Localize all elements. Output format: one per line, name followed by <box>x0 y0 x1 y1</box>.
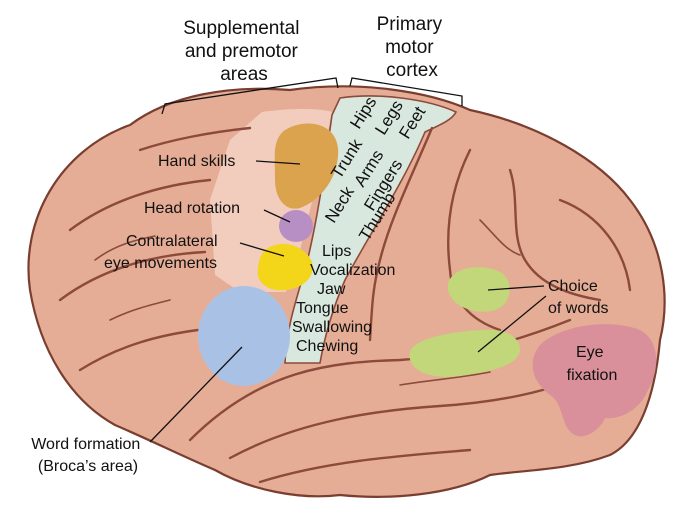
eye-fixation-area <box>532 324 657 437</box>
head-rotation-leader <box>263 209 291 223</box>
choice-of-words-label: Choice of words <box>548 278 608 317</box>
word-formation-label: Word formation (Broca’s area) <box>31 436 145 475</box>
frontal-sulcus-2 <box>58 250 207 302</box>
primary-motor-bracket <box>349 77 463 106</box>
eye-movements-area <box>257 243 313 291</box>
supplemental-bracket <box>161 77 339 115</box>
sylvian-fissure <box>188 318 572 442</box>
frontal-sulcus-1 <box>68 178 212 232</box>
frontal-sulcus-3 <box>78 328 200 372</box>
hand-skills-leader <box>255 160 301 165</box>
parietal-sulcus-1 <box>447 148 502 332</box>
motor-label-tongue: Tongue <box>296 300 349 317</box>
frontal-wrinkle-1 <box>109 299 171 321</box>
choice-of-words-leader-upper <box>487 285 545 291</box>
motor-label-lips: Lips <box>322 243 351 260</box>
head-rotation-label: Head rotation <box>144 200 240 217</box>
temporal-sulcus-1 <box>228 373 590 460</box>
contralateral-label: Contralateral eye movements <box>104 233 222 272</box>
wernicke-area-lower <box>409 329 520 377</box>
word-formation-leader <box>149 346 243 443</box>
head-rotation-area <box>279 210 313 242</box>
broca-area <box>198 286 290 386</box>
temporal-sulcus-2 <box>258 448 472 484</box>
wernicke-area-upper <box>447 267 510 312</box>
motor-label-chewing: Chewing <box>296 338 358 355</box>
motor-label-jaw: Jaw <box>317 281 346 298</box>
eye-fixation-label: Eye fixation <box>567 344 618 384</box>
occipital-sulcus <box>558 198 632 292</box>
hand-skills-label: Hand skills <box>158 153 235 170</box>
motor-label-swallowing: Swallowing <box>292 319 372 336</box>
frontal-sulcus-4 <box>138 126 252 152</box>
frontal-wrinkle-2 <box>94 235 156 261</box>
brain-outline <box>27 85 666 498</box>
parietal-sulcus-2 <box>508 168 602 302</box>
central-sulcus <box>368 126 434 342</box>
temporal-wrinkle <box>399 371 491 386</box>
motor-label-vocalization: Vocalization <box>310 262 395 279</box>
choice-of-words-leader-lower <box>477 295 547 353</box>
supplemental-title: Supplemental and premotor areas <box>183 18 304 85</box>
contralateral-leader <box>239 242 285 257</box>
hand-skills-area <box>274 123 339 209</box>
parietal-wrinkle <box>479 219 521 256</box>
primary-motor-title: Primary motor cortex <box>377 14 448 81</box>
